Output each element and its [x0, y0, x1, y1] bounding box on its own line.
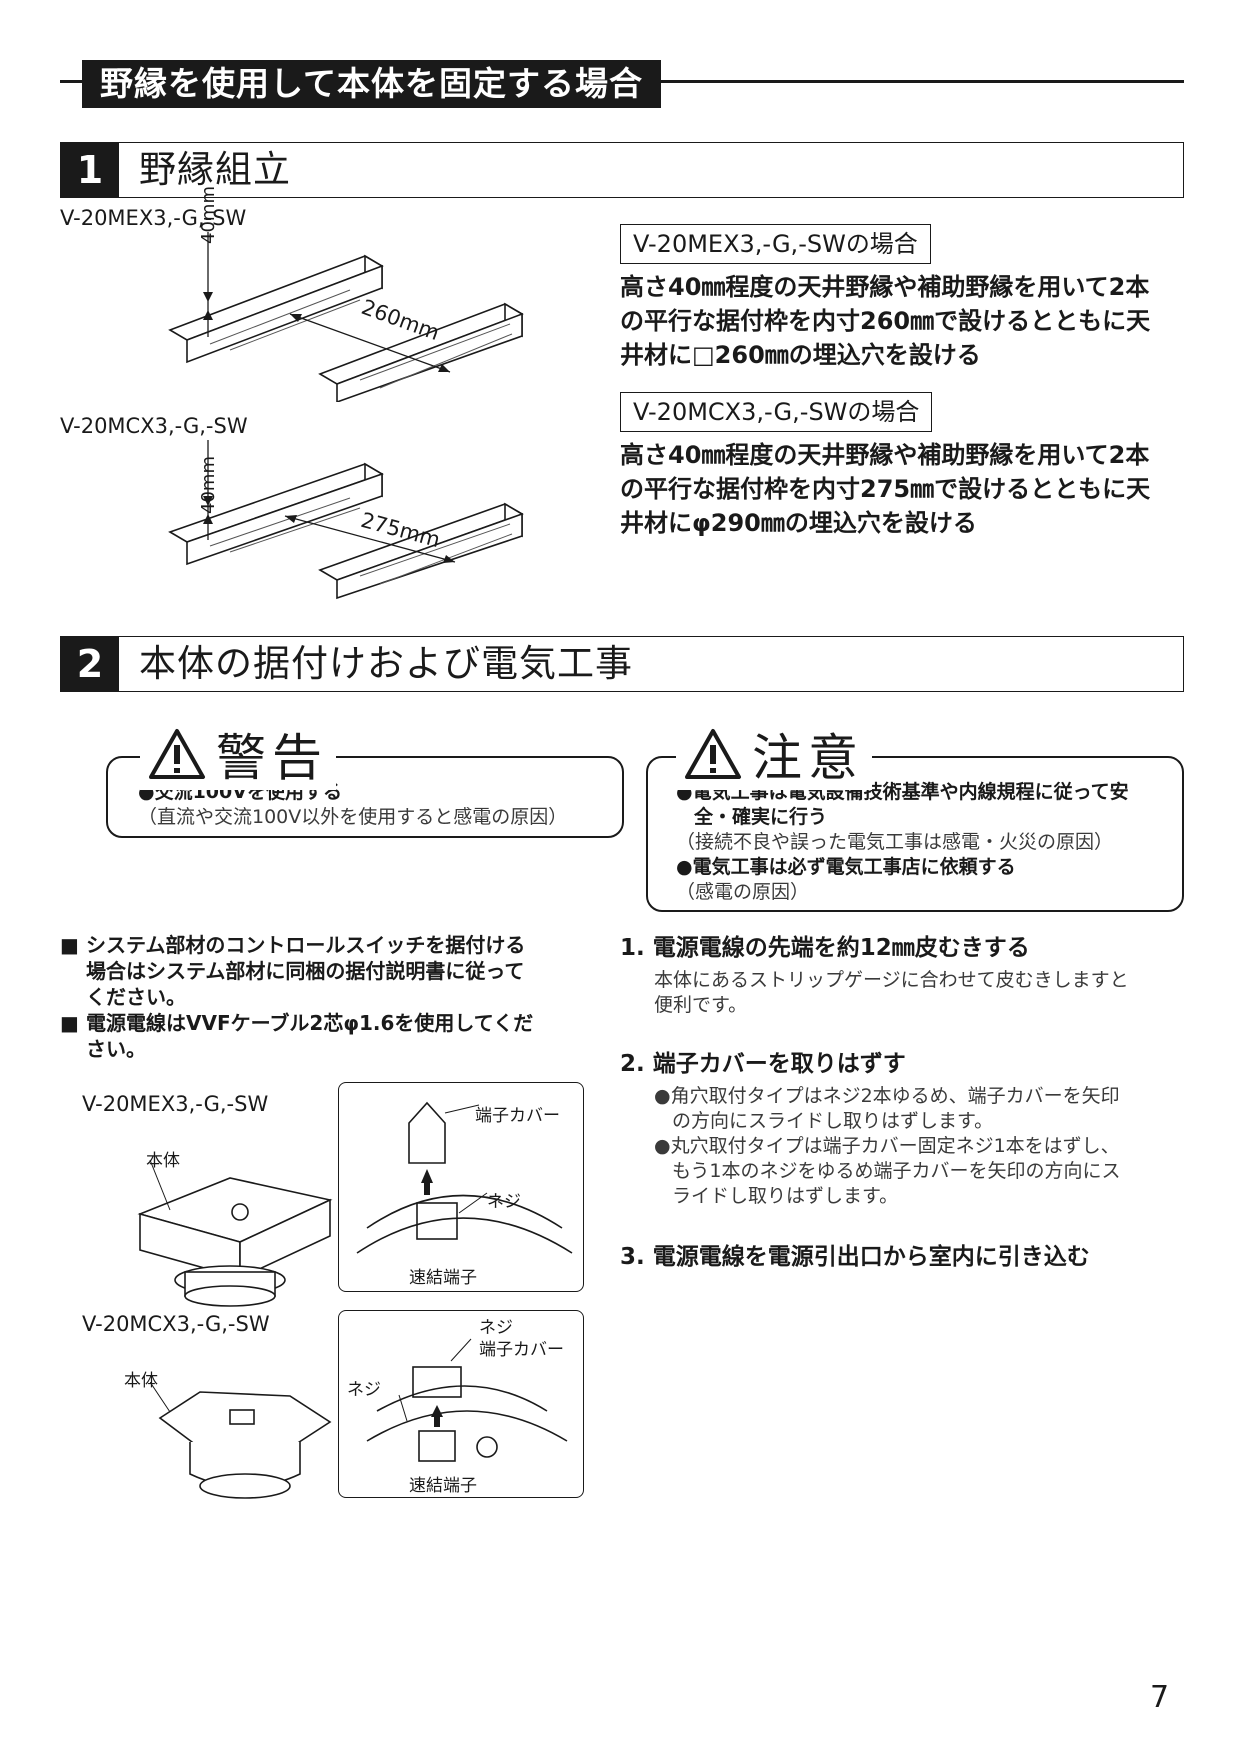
beam-diagram-mex	[168, 232, 524, 402]
note-line: システム部材のコントロールスイッチを据付ける	[86, 933, 526, 957]
steps-list: 1. 電源電線の先端を約12㎜皮むきする 本体にあるストリップゲージに合わせて皮…	[620, 928, 1186, 1271]
terminal-label-mex: 速結端子	[409, 1268, 477, 1288]
warning-reason: （直流や交流100V以外を使用すると感電の原因）	[138, 806, 568, 828]
note-item: ■ 電源電線はVVFケーブル2芯φ1.6を使用してくだ さい。	[60, 1010, 580, 1062]
case-mex-line: 高さ40㎜程度の天井野縁や補助野縁を用いて2本	[620, 273, 1150, 301]
caution-reason: （感電の原因）	[676, 881, 810, 903]
step-sub-line: ライドし取りはずします。	[672, 1185, 899, 1207]
notes-list: ■ システム部材のコントロールスイッチを据付ける 場合はシステム部材に同梱の据付…	[60, 932, 580, 1062]
case-label-mex: V-20MEX3,-G,-SWの場合	[620, 224, 931, 264]
section2-title: 本体の据付けおよび電気工事	[139, 642, 633, 685]
note-text: システム部材のコントロールスイッチを据付ける 場合はシステム部材に同梱の据付説明…	[86, 932, 525, 1010]
caution-content: ●電気工事は電気設備技術基準や内線規程に従って安 全・確実に行う （接続不良や誤…	[676, 780, 1129, 905]
cover-label-mex: 端子カバー	[475, 1106, 560, 1126]
warning-triangle-icon	[149, 729, 205, 779]
square-bullet-icon: ■	[60, 933, 79, 957]
note-item: ■ システム部材のコントロールスイッチを据付ける 場合はシステム部材に同梱の据付…	[60, 932, 580, 1010]
dim-height-mcx: 40mm	[198, 456, 219, 514]
section2-header: 2 本体の据付けおよび電気工事	[60, 636, 1184, 692]
terminal-cover-drawing-mcx	[366, 1338, 568, 1462]
caution-heading: 注意	[676, 718, 872, 790]
page-title: 野縁を使用して本体を固定する場合	[82, 60, 662, 108]
step-title: 3. 電源電線を電源引出口から室内に引き込む	[620, 1244, 1090, 1270]
note-line: 場合はシステム部材に同梱の据付説明書に従って	[86, 959, 525, 983]
model-label-mcx: V-20MCX3,-G,-SW	[60, 414, 248, 438]
unit-drawing-mex	[137, 1160, 333, 1307]
page-number: 7	[1150, 1680, 1170, 1715]
case-mex-line: の平行な据付枠を内寸260㎜で設けるとともに天	[620, 307, 1151, 335]
step-detail: ●角穴取付タイプはネジ2本ゆるめ、端子カバーを矢印 の方向にスライドし取りはずし…	[620, 1084, 1186, 1209]
square-bullet-icon: ■	[60, 1011, 79, 1035]
body-label-mcx: 本体	[124, 1371, 158, 1391]
case-label-mcx: V-20MCX3,-G,-SWの場合	[620, 392, 933, 432]
case-text-mex: 高さ40㎜程度の天井野縁や補助野縁を用いて2本 の平行な据付枠を内寸260㎜で設…	[620, 270, 1190, 372]
note-text: 電源電線はVVFケーブル2芯φ1.6を使用してくだ さい。	[86, 1010, 533, 1062]
note-line: ください。	[86, 985, 186, 1009]
detail-box-mcx: ネジ 端子カバー ネジ 速結端子	[338, 1310, 584, 1498]
cover-label-mcx: 端子カバー	[479, 1340, 564, 1360]
terminal-label-mcx: 速結端子	[409, 1476, 477, 1496]
step-sub-line: 便利です。	[654, 994, 748, 1016]
warning-title: 警告	[216, 729, 328, 787]
body-label-mex: 本体	[146, 1151, 180, 1171]
section2-number: 2	[61, 637, 119, 691]
step-title: 2. 端子カバーを取りはずす	[620, 1051, 906, 1077]
caution-item-cont: 全・確実に行う	[694, 806, 828, 828]
caution-triangle-icon	[685, 729, 741, 779]
screw-label-mcx: ネジ	[347, 1380, 381, 1400]
terminal-cover-drawing-mex	[356, 1101, 573, 1254]
figure-model-mex: V-20MEX3,-G,-SW	[82, 1092, 269, 1116]
case-mcx-line: 高さ40㎜程度の天井野縁や補助野縁を用いて2本	[620, 441, 1150, 469]
caution-item: ●電気工事は必ず電気工事店に依頼する	[676, 856, 1016, 878]
step-sub-line: もう1本のネジをゆるめ端子カバーを矢印の方向にス	[672, 1160, 1121, 1182]
warning-heading: 警告	[140, 718, 336, 790]
step-sub-line: ●角穴取付タイプはネジ2本ゆるめ、端子カバーを矢印	[654, 1085, 1120, 1107]
figure-model-mcx: V-20MCX3,-G,-SW	[82, 1312, 270, 1336]
step-sub-line: の方向にスライドし取りはずします。	[672, 1110, 994, 1132]
beam-diagram-mcx	[168, 440, 524, 600]
caution-reason: （接続不良や誤った電気工事は感電・火災の原因）	[676, 831, 1114, 853]
case-mcx-line: の平行な据付枠を内寸275㎜で設けるとともに天	[620, 475, 1151, 503]
screw-top-label-mcx: ネジ	[479, 1318, 513, 1338]
caution-title: 注意	[752, 729, 864, 787]
note-line: さい。	[86, 1037, 146, 1061]
section1-title: 野縁組立	[139, 148, 291, 191]
note-line: 電源電線はVVFケーブル2芯φ1.6を使用してくだ	[86, 1011, 534, 1035]
step-sub-line: 本体にあるストリップゲージに合わせて皮むきしますと	[654, 969, 1129, 991]
case-text-mcx: 高さ40㎜程度の天井野縁や補助野縁を用いて2本 の平行な据付枠を内寸275㎜で設…	[620, 438, 1190, 540]
section1-number: 1	[61, 143, 119, 197]
dim-height-mex: 40mm	[198, 186, 219, 244]
model-label-mex: V-20MEX3,-G,-SW	[60, 206, 247, 230]
case-mcx-line: 井材にφ290㎜の埋込穴を設ける	[620, 509, 977, 537]
step-title: 1. 電源電線の先端を約12㎜皮むきする	[620, 935, 1030, 961]
screw-label-mex: ネジ	[487, 1192, 521, 1212]
section1-header: 1 野縁組立	[60, 142, 1184, 198]
step-detail: 本体にあるストリップゲージに合わせて皮むきしますと 便利です。	[620, 968, 1186, 1018]
case-mex-line: 井材に□260㎜の埋込穴を設ける	[620, 341, 981, 369]
detail-box-mex: 端子カバー ネジ 速結端子	[338, 1082, 584, 1292]
step-sub-line: ●丸穴取付タイプは端子カバー固定ネジ1本をはずし、	[654, 1135, 1120, 1157]
unit-drawing-mcx	[150, 1382, 332, 1499]
